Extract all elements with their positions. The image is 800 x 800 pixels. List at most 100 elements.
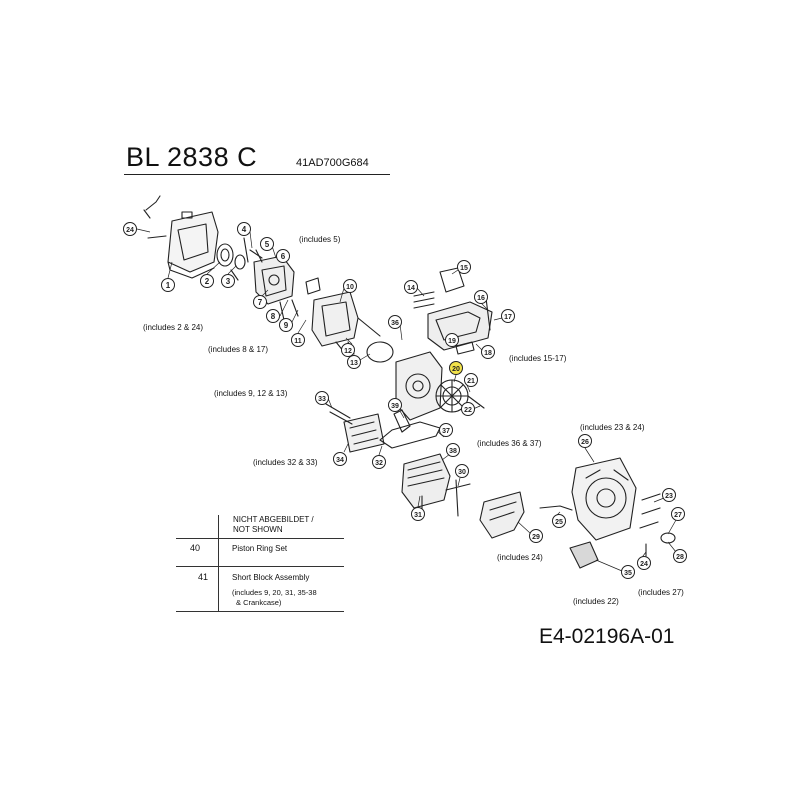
callout-number: 39 — [391, 403, 399, 410]
part-fan-housing — [571, 457, 637, 541]
includes-note: (includes 23 & 24) — [580, 423, 645, 432]
callout-23: 23 — [662, 488, 676, 502]
includes-note: (includes 8 & 17) — [208, 345, 269, 354]
callout-circle — [266, 309, 280, 323]
callout-circle — [260, 237, 274, 251]
callout-circle — [347, 355, 361, 369]
callout-27: 27 — [671, 507, 685, 521]
not-shown-heading-en: NOT SHOWN — [233, 525, 283, 534]
callout-15: 15 — [457, 260, 471, 274]
callout-11: 11 — [291, 333, 305, 347]
leader-lines — [136, 228, 677, 572]
part-intake-adapter — [305, 277, 394, 363]
callout-circle — [464, 373, 478, 387]
part-starter-rope — [539, 505, 573, 511]
callout-number: 17 — [504, 314, 512, 321]
callout-13: 13 — [347, 355, 361, 369]
callout-16: 16 — [474, 290, 488, 304]
callout-number: 37 — [442, 428, 450, 435]
part-muffler-cover — [413, 267, 493, 355]
callout-circle — [372, 455, 386, 469]
part-drawings — [143, 195, 676, 569]
callout-circle — [315, 391, 329, 405]
callout-number: 1 — [166, 281, 171, 290]
callout-25: 25 — [552, 514, 566, 528]
callout-circle — [552, 514, 566, 528]
callout-circle — [449, 361, 463, 375]
callout-circle — [404, 280, 418, 294]
callout-circle — [439, 423, 453, 437]
callout-number: 14 — [407, 285, 415, 292]
callout-circle — [253, 295, 267, 309]
callout-circle — [123, 222, 137, 236]
callout-number: 29 — [532, 534, 540, 541]
includes-note: (includes 32 & 33) — [253, 458, 318, 467]
includes-note: (includes 9, 12 & 13) — [214, 389, 288, 398]
callout-circle — [621, 565, 635, 579]
callout-6: 6 — [276, 249, 290, 263]
callout-number: 9 — [284, 321, 289, 330]
callout-24: 24 — [637, 556, 651, 570]
callout-36: 36 — [388, 315, 402, 329]
callout-number: 16 — [477, 295, 485, 302]
callout-12: 12 — [341, 343, 355, 357]
callout-circle — [343, 279, 357, 293]
callout-18: 18 — [481, 345, 495, 359]
callout-number: 3 — [226, 277, 231, 286]
includes-note: (includes 15-17) — [509, 354, 567, 363]
part-spacer-rings — [216, 243, 263, 281]
callout-7: 7 — [253, 295, 267, 309]
part-crankcase — [395, 351, 443, 421]
includes-note: (includes 36 & 37) — [477, 439, 542, 448]
callout-number: 8 — [271, 312, 276, 321]
callout-circle — [455, 464, 469, 478]
part-recoil-pulley — [569, 541, 599, 569]
callout-number: 2 — [205, 277, 210, 286]
callout-2: 2 — [200, 274, 214, 288]
callout-9: 9 — [279, 318, 293, 332]
callout-number: 20 — [452, 366, 460, 373]
callout-19: 19 — [445, 333, 459, 347]
callout-circle — [221, 274, 235, 288]
callout-number: 13 — [350, 360, 358, 367]
model-code: 41AD700G684 — [296, 157, 369, 169]
part-screws — [639, 493, 676, 557]
callout-circle — [279, 318, 293, 332]
callout-37: 37 — [439, 423, 453, 437]
header-rule — [124, 174, 390, 175]
callout-number: 18 — [484, 350, 492, 357]
callout-5: 5 — [260, 237, 274, 251]
callout-number: 27 — [674, 512, 682, 519]
callout-number: 28 — [676, 554, 684, 561]
callout-31: 31 — [411, 507, 425, 521]
callout-circle — [276, 249, 290, 263]
part-shroud — [479, 491, 525, 539]
callout-number: 21 — [467, 378, 475, 385]
includes-note: (includes 5) — [299, 235, 341, 244]
callout-circle — [501, 309, 515, 323]
callout-circle — [671, 507, 685, 521]
table-row-subnote: (includes 9, 20, 31, 35-38 — [232, 588, 317, 597]
callout-number: 30 — [458, 469, 466, 476]
part-cylinder — [393, 409, 471, 517]
callout-8: 8 — [266, 309, 280, 323]
table-rule — [176, 566, 344, 567]
callout-circle — [529, 529, 543, 543]
callout-32: 32 — [372, 455, 386, 469]
callout-39: 39 — [388, 398, 402, 412]
callout-number: 19 — [448, 338, 456, 345]
callout-number: 24 — [640, 561, 648, 568]
callout-number: 12 — [344, 348, 352, 355]
table-row-description: Short Block Assembly — [232, 573, 310, 582]
callout-circle — [445, 333, 459, 347]
table-row-description: Piston Ring Set — [232, 544, 288, 553]
callout-number: 22 — [464, 407, 472, 414]
callout-21: 21 — [464, 373, 478, 387]
callout-circle — [333, 452, 347, 466]
callout-29: 29 — [529, 529, 543, 543]
callout-33: 33 — [315, 391, 329, 405]
callout-circle — [673, 549, 687, 563]
